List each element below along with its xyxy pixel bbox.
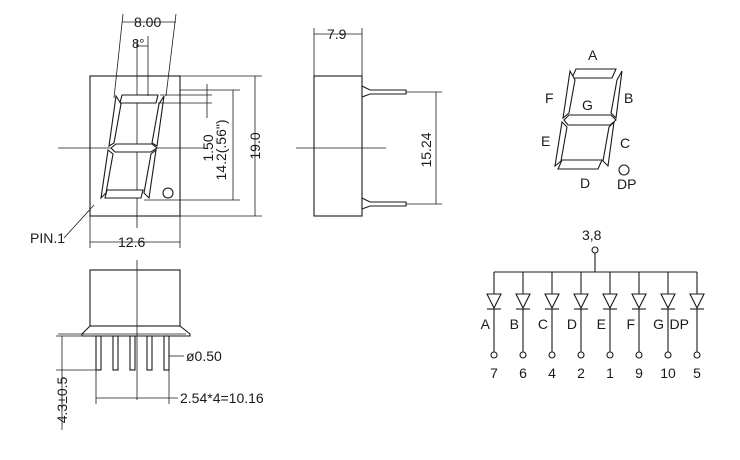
pin1-label: PIN.1 bbox=[30, 230, 65, 246]
pin-number-a: 7 bbox=[490, 365, 498, 381]
map-seg-e bbox=[554, 120, 568, 168]
pin-terminal-e bbox=[606, 351, 614, 359]
map-seg-b bbox=[610, 70, 623, 120]
bottom-pin bbox=[95, 335, 102, 371]
dim-79-label: 7.9 bbox=[327, 26, 347, 42]
front-view: 8.00 8° 1.50 14.2(.56") 19.0 12.6 PIN.1 bbox=[30, 13, 263, 250]
pin-number-c: 4 bbox=[548, 365, 556, 381]
pin-number-g: 10 bbox=[660, 365, 676, 381]
bottom-view: 4.3±0.5 ø0.50 2.54*4=10.16 bbox=[54, 260, 264, 430]
bottom-pin bbox=[129, 335, 136, 371]
dim-142-label: 14.2(.56") bbox=[213, 119, 229, 180]
map-label-e: E bbox=[541, 133, 550, 149]
schematic: 3,8 A 7 B 6 C 4 D 2 E 1 F 9 G 10 DP 5 bbox=[481, 227, 705, 381]
pin-terminal-g bbox=[664, 351, 672, 359]
map-seg-d bbox=[557, 159, 603, 170]
pin-terminal-f bbox=[635, 351, 643, 359]
side-pin-top bbox=[361, 85, 407, 98]
diode-d bbox=[573, 293, 589, 310]
front-seg-g bbox=[110, 143, 158, 153]
map-label-g: G bbox=[582, 97, 593, 113]
pin1-leader bbox=[63, 204, 95, 239]
diode-f bbox=[631, 293, 647, 310]
front-dp-dot bbox=[162, 187, 174, 199]
pin-number-b: 6 bbox=[519, 365, 527, 381]
dim-angle-label: 8° bbox=[132, 36, 144, 51]
bottom-body-outline bbox=[89, 269, 181, 327]
bottom-pin bbox=[163, 335, 170, 371]
diode-e bbox=[602, 293, 618, 310]
pin-number-f: 9 bbox=[635, 365, 643, 381]
common-pin-label: 3,8 bbox=[582, 227, 602, 243]
map-seg-f bbox=[562, 69, 576, 120]
pin-terminal-c bbox=[548, 351, 556, 359]
diode-dp bbox=[689, 293, 705, 310]
map-seg-c bbox=[602, 120, 615, 168]
front-seg-b bbox=[151, 95, 165, 147]
map-label-f: F bbox=[545, 90, 554, 106]
diode-label-c: C bbox=[538, 316, 548, 332]
side-view: 7.9 15.24 bbox=[296, 26, 442, 217]
pin-terminal-dp bbox=[693, 351, 701, 359]
pin-terminal-a bbox=[490, 351, 498, 359]
bottom-pin bbox=[146, 335, 153, 371]
diode-label-e: E bbox=[597, 316, 606, 332]
dim-pitch-label: 2.54*4=10.16 bbox=[180, 390, 264, 406]
pin-terminal-b bbox=[519, 351, 527, 359]
diode-label-d: D bbox=[567, 316, 577, 332]
dim-8-ext-left bbox=[113, 13, 124, 99]
map-label-c: C bbox=[620, 135, 630, 151]
side-body-outline bbox=[313, 75, 363, 217]
diode-label-a: A bbox=[481, 316, 491, 332]
diode-label-f: F bbox=[626, 316, 635, 332]
map-label-dp: DP bbox=[617, 176, 636, 192]
map-label-a: A bbox=[588, 47, 598, 63]
dim-1524-label: 15.24 bbox=[418, 132, 434, 167]
diode-label-dp: DP bbox=[670, 316, 689, 332]
common-pin-terminal bbox=[591, 246, 599, 254]
dim-126-label: 12.6 bbox=[118, 234, 145, 250]
diode-c bbox=[544, 293, 560, 310]
segment-map: A B C D E F G DP bbox=[541, 47, 636, 192]
map-dp-dot bbox=[618, 164, 630, 176]
front-seg-f bbox=[108, 94, 122, 148]
map-label-d: D bbox=[580, 175, 590, 191]
map-seg-g bbox=[563, 114, 617, 126]
map-seg-a bbox=[571, 68, 617, 79]
pin-terminal-d bbox=[577, 351, 585, 359]
diode-array: A 7 B 6 C 4 D 2 E 1 F 9 G 10 DP 5 bbox=[481, 272, 705, 381]
dim-050-label: ø0.50 bbox=[186, 348, 222, 364]
diode-a bbox=[486, 293, 502, 310]
bottom-flange bbox=[81, 325, 191, 337]
front-seg-c bbox=[143, 148, 157, 200]
map-label-b: B bbox=[624, 90, 633, 106]
dim-190-label: 19.0 bbox=[247, 132, 263, 159]
side-pin-bottom bbox=[361, 197, 407, 210]
diode-g bbox=[660, 293, 676, 310]
front-digit bbox=[100, 94, 174, 200]
front-body-outline bbox=[89, 75, 181, 217]
pin-number-dp: 5 bbox=[693, 365, 701, 381]
front-seg-d bbox=[104, 189, 144, 199]
dim-43-label: 4.3±0.5 bbox=[54, 376, 70, 423]
diode-b bbox=[515, 293, 531, 310]
bottom-pin bbox=[112, 335, 119, 371]
diode-label-b: B bbox=[510, 316, 519, 332]
front-seg-a bbox=[119, 94, 159, 104]
dim-150-label: 1.50 bbox=[200, 134, 216, 161]
dim-8-label: 8.00 bbox=[134, 14, 161, 30]
diode-label-g: G bbox=[653, 316, 664, 332]
pin-number-d: 2 bbox=[577, 365, 585, 381]
pin-number-e: 1 bbox=[606, 365, 614, 381]
dim-8-ext-right bbox=[165, 13, 177, 97]
